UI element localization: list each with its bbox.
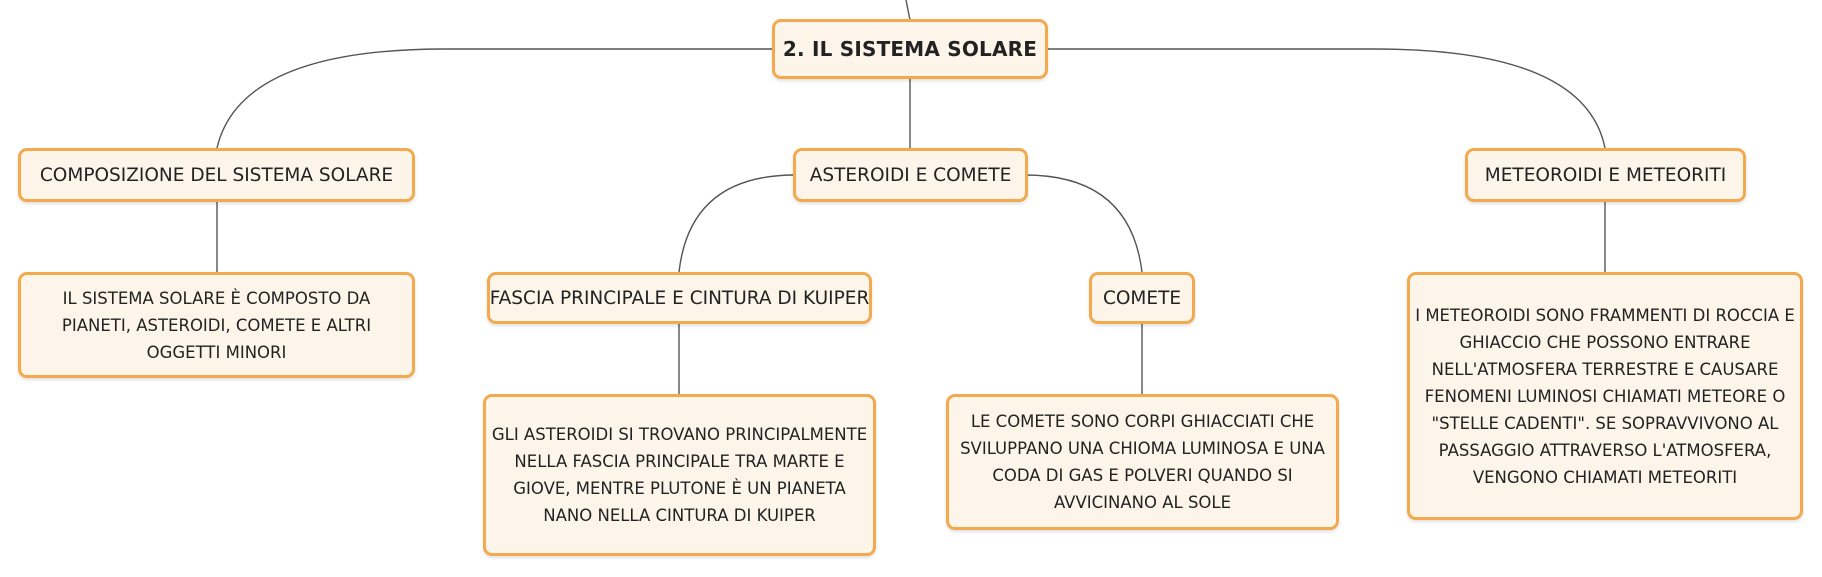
topic-meteoroidi[interactable]: METEOROIDI E METEORITI [1465,148,1746,202]
topic-composizione-label: COMPOSIZIONE DEL SISTEMA SOLARE [39,164,394,186]
detail-fascia-kuiper-text: GLI ASTEROIDI SI TROVANO PRINCIPALMENTE … [491,425,868,525]
topic-asteroidi-comete-label: ASTEROIDI E COMETE [809,164,1012,186]
detail-comete-text: LE COMETE SONO CORPI GHIACCIATI CHE SVIL… [960,412,1325,512]
topic-meteoroidi-label: METEOROIDI E METEORITI [1484,164,1727,186]
detail-comete[interactable]: LE COMETE SONO CORPI GHIACCIATI CHE SVIL… [946,394,1339,530]
topic-composizione[interactable]: COMPOSIZIONE DEL SISTEMA SOLARE [18,148,415,202]
detail-composizione[interactable]: IL SISTEMA SOLARE È COMPOSTO DA PIANETI,… [18,272,415,378]
detail-meteoroidi[interactable]: I METEOROIDI SONO FRAMMENTI DI ROCCIA E … [1407,272,1803,520]
detail-fascia-kuiper[interactable]: GLI ASTEROIDI SI TROVANO PRINCIPALMENTE … [483,394,876,556]
connector-parent-to-root [905,0,911,21]
detail-meteoroidi-text: I METEOROIDI SONO FRAMMENTI DI ROCCIA E … [1415,305,1795,487]
detail-composizione-text: IL SISTEMA SOLARE È COMPOSTO DA PIANETI,… [61,288,372,362]
root-node[interactable]: 2. IL SISTEMA SOLARE [772,19,1048,79]
connector-root-to-composizione [216,48,772,149]
connector-root-to-meteoroidi [1048,48,1606,149]
connector-asteroidi-to-comete [1024,174,1143,273]
topic-asteroidi-comete[interactable]: ASTEROIDI E COMETE [793,148,1028,202]
topic-comete[interactable]: COMETE [1089,272,1195,324]
root-label: 2. IL SISTEMA SOLARE [782,37,1038,61]
topic-fascia-kuiper[interactable]: FASCIA PRINCIPALE E CINTURA DI KUIPER [487,272,872,324]
connector-asteroidi-to-fascia [678,174,796,273]
topic-fascia-kuiper-label: FASCIA PRINCIPALE E CINTURA DI KUIPER [489,287,870,309]
topic-comete-label: COMETE [1102,287,1182,309]
